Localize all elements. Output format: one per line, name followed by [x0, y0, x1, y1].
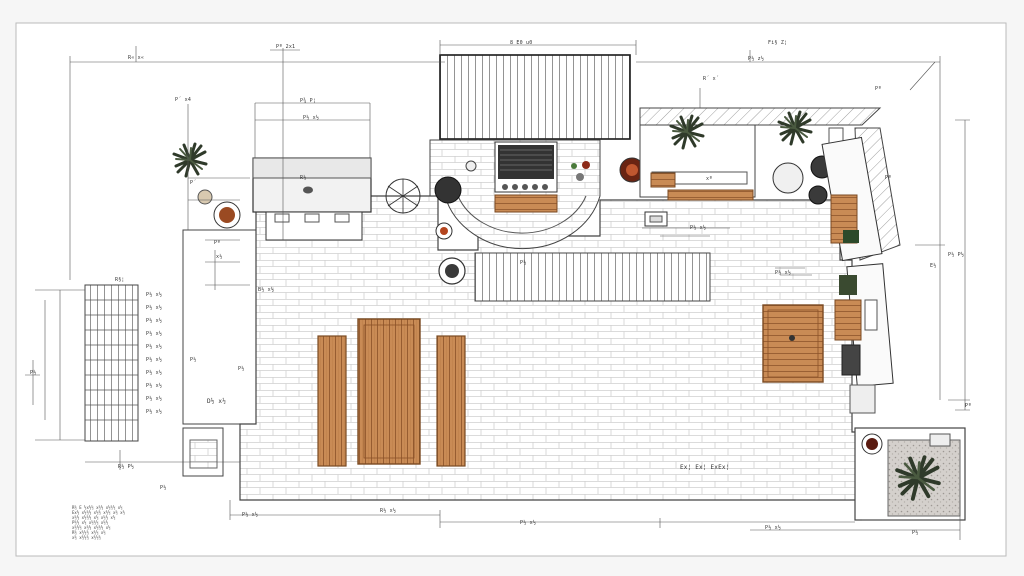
dim-right-e: Pº	[875, 86, 882, 92]
bench-right	[436, 335, 466, 467]
dim-top-right-a: Fi§ Z¦	[768, 40, 788, 46]
side-table	[762, 304, 824, 383]
kettle-grill	[434, 176, 462, 204]
counter-tag: B½ x½	[258, 287, 275, 293]
stair-row: P½ x½	[146, 292, 163, 298]
dim-step-b: Pº	[214, 240, 221, 246]
dim-step-c: x½	[216, 254, 223, 260]
round-table	[772, 162, 804, 194]
dim-bottom-c: P½ x½	[242, 512, 259, 518]
stair-row: P½ x½	[146, 370, 163, 376]
dim-top-left-a: R« x«	[128, 55, 145, 61]
dim-step-a: P´	[190, 180, 197, 186]
terrace-tag: xº	[706, 176, 713, 182]
grill-tag: R½	[300, 175, 307, 181]
lounge-bench	[474, 252, 711, 302]
stair-row: P½ x½	[146, 331, 163, 337]
dim-left-outer: P´ x4	[175, 97, 192, 103]
note-line: x½½ x½½½ x½ x½½ x½	[72, 515, 116, 520]
stair-row: P½ x½	[146, 357, 163, 363]
dim-top-overall: 8 E0 u0	[510, 40, 533, 46]
dim-left-bottom: R½ P½	[118, 464, 135, 470]
dim-left-mid: P½	[238, 366, 245, 372]
dining-table	[357, 318, 421, 465]
dim-left-bottom-b: P½	[160, 485, 167, 491]
stair-row: P½ x½	[146, 409, 163, 415]
note-line: x½ x½½½ x½½½	[72, 535, 101, 540]
stair-row: P½ x½	[146, 318, 163, 324]
dim-plant-tag: R´ x´	[703, 76, 720, 82]
dim-left-edge: P½	[30, 370, 37, 376]
bar-shelf	[834, 299, 862, 341]
dim-top-left-b: Pº 2x1	[276, 44, 296, 50]
stair-row: P½ x½	[146, 344, 163, 350]
counter-cabinet	[265, 211, 363, 241]
dim-right-b: P½ P½	[948, 252, 965, 258]
note-line: Ex½ x½½½ x½½ x½½ x½ x½	[72, 510, 125, 515]
dim-bottom-a: R½ x½	[380, 508, 397, 514]
dim-grill-width: P¾ P¦	[300, 98, 317, 104]
stair-row: P½ x½	[146, 396, 163, 402]
bench-tag: P½	[520, 260, 527, 266]
dim-right-a: Pº	[885, 175, 892, 181]
dim-right-c: E½	[930, 263, 937, 269]
trellis	[639, 107, 882, 126]
note-line: R½ x½½½ x½½ x½	[72, 530, 106, 535]
dimension-lines	[25, 40, 970, 540]
stair-label: R§¦	[115, 277, 125, 283]
note-line: x½½½ x½½ x½½½ x½	[72, 525, 111, 530]
entry-label: D½ x½	[207, 398, 227, 405]
dim-top-right-b: P½ z½	[748, 56, 765, 62]
dim-grill-depth: P½ x½	[303, 115, 320, 121]
note-line: P½½ x½ x½½½ x½½	[72, 520, 109, 525]
dim-left-mid-b: P½	[190, 357, 197, 363]
note-line: R½ E ½x½½ x½½ x½½½ x½	[72, 505, 123, 510]
dim-bottom-b: P½ x½	[520, 520, 537, 526]
dim-right-d: Pº	[965, 403, 972, 409]
dim-bottom-right-b: P½	[912, 530, 919, 536]
grill-cabinet	[494, 194, 558, 213]
terrace-dim: P½ x½	[690, 225, 707, 231]
table-dim: P½ x½	[775, 270, 792, 276]
bench-left	[317, 335, 347, 467]
dim-bottom-right: P½ x½	[765, 525, 782, 531]
drawing-notes: R½ E ½x½½ x½½ x½½½ x½ Ex½ x½½½ x½½ x½½ x…	[72, 505, 182, 540]
room-label: Ex¦ Ex¦ ExEx¦	[680, 464, 730, 471]
stair-row: P½ x½	[146, 383, 163, 389]
side-walkway	[182, 229, 257, 425]
grill-grate	[498, 145, 554, 179]
stair-row: P½ x½	[146, 305, 163, 311]
stair-run	[84, 284, 139, 442]
